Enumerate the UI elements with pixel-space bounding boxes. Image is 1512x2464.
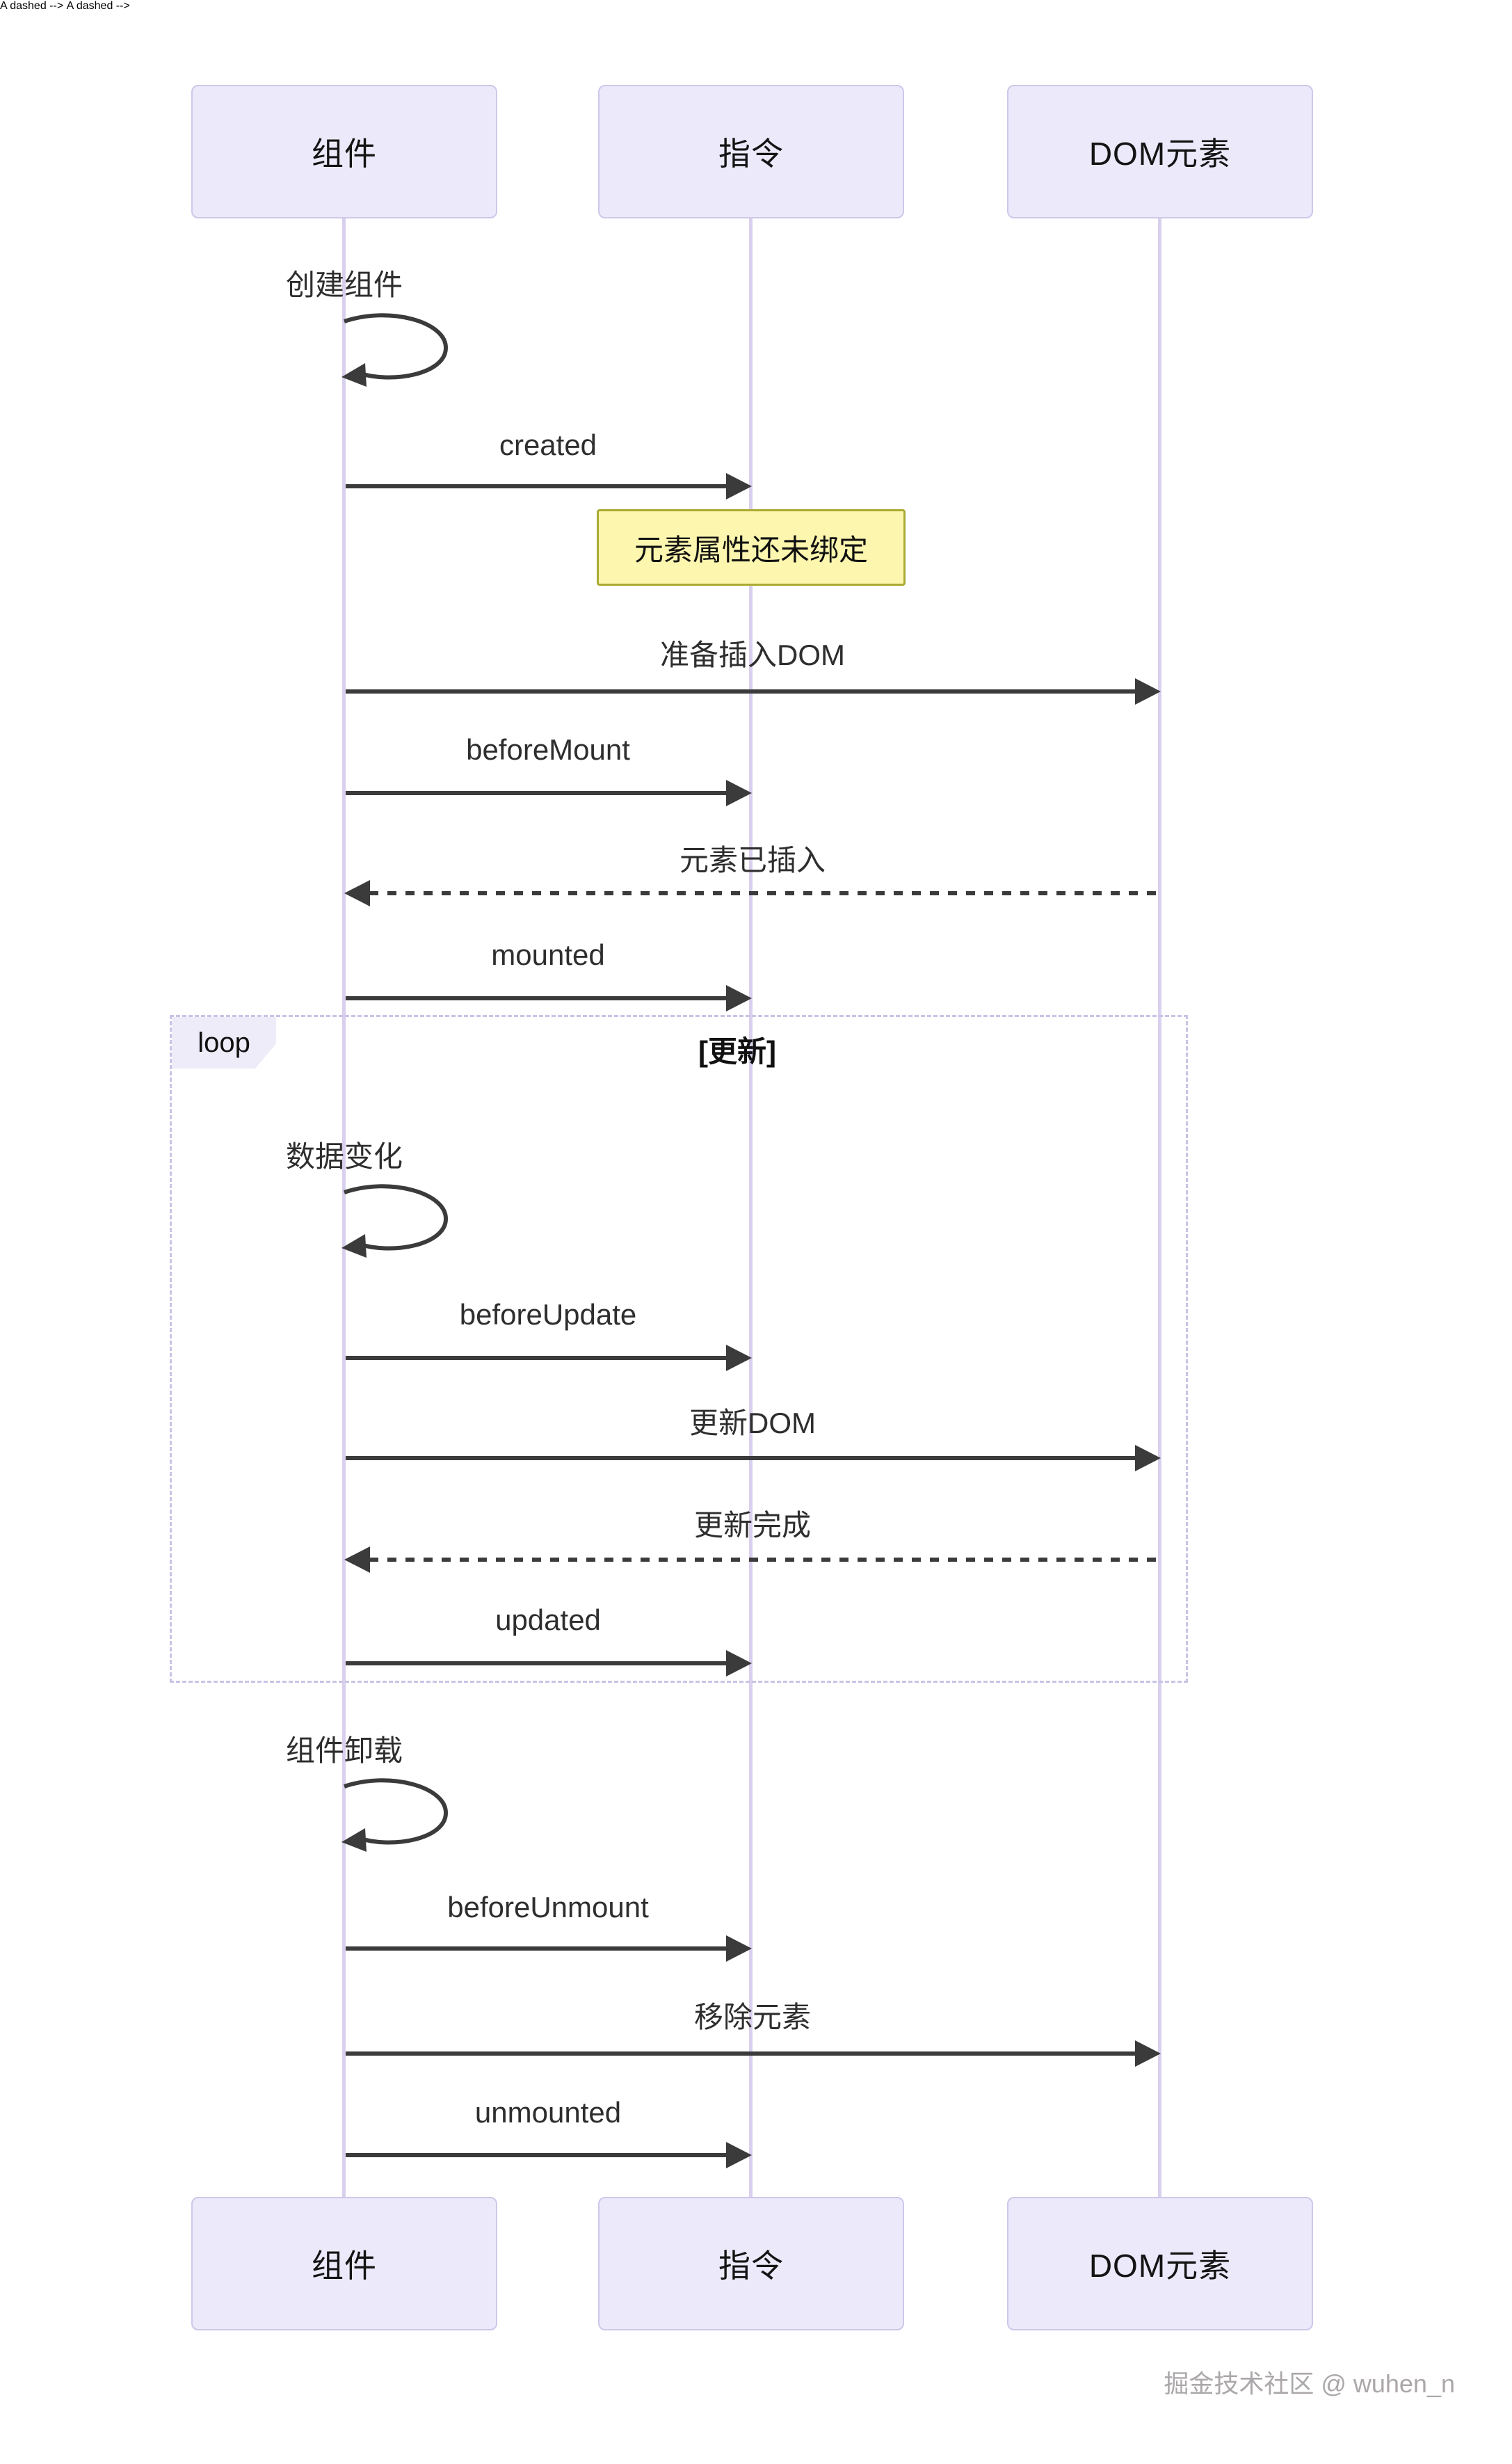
arrowhead-right-icon xyxy=(1135,678,1161,705)
loop-tab-label: loop xyxy=(198,1027,250,1058)
message-label-unload-component: 组件卸载 xyxy=(285,1734,403,1767)
message-label-unmounted: unmounted xyxy=(474,2096,622,2129)
actor-label: DOM元素 xyxy=(1088,136,1232,172)
message-label-mounted: mounted xyxy=(491,938,605,971)
actor-label: 指令 xyxy=(718,2248,784,2284)
actor-label: 指令 xyxy=(718,136,784,172)
lifeline-directive xyxy=(749,218,753,2198)
message-line-mounted xyxy=(346,996,727,1000)
actor-bottom-directive: 指令 xyxy=(598,2197,904,2330)
arrowhead-right-icon xyxy=(726,1650,752,1677)
message-line-element-inserted xyxy=(369,891,1160,895)
message-label-update-complete: 更新完成 xyxy=(693,1509,812,1542)
message-label-data-change: 数据变化 xyxy=(285,1140,403,1173)
message-line-unmounted xyxy=(346,2153,727,2157)
message-label-before-unmount: beforeUnmount xyxy=(447,1891,649,1923)
actor-label: 组件 xyxy=(312,136,377,172)
arrowhead-right-icon xyxy=(726,780,752,806)
self-loop-arrow-icon xyxy=(341,313,449,387)
arrowhead-left-icon xyxy=(344,1546,370,1573)
actor-top-dom: DOM元素 xyxy=(1007,85,1313,218)
message-label-created: created xyxy=(499,429,597,461)
actor-bottom-dom: DOM元素 xyxy=(1007,2197,1313,2330)
arrowhead-right-icon xyxy=(726,1935,752,1962)
message-label-create-component: 创建组件 xyxy=(285,269,403,301)
actor-top-component: 组件 xyxy=(191,85,497,218)
arrowhead-right-icon xyxy=(1135,1445,1161,1471)
loop-title: [更新] xyxy=(698,1035,776,1068)
message-line-prepare-insert-dom xyxy=(346,689,1136,694)
arrowhead-right-icon xyxy=(726,473,752,499)
message-line-remove-element xyxy=(346,2051,1136,2056)
message-label-prepare-insert-dom: 准备插入DOM xyxy=(660,639,845,671)
arrowhead-left-icon xyxy=(344,880,370,906)
message-line-updated xyxy=(346,1661,727,1665)
loop-tab: loop xyxy=(172,1017,276,1069)
lifeline-component xyxy=(342,218,346,2198)
message-label-updated: updated xyxy=(495,1603,601,1636)
note-element-attrs-unbound: 元素属性还未绑定 xyxy=(597,509,906,586)
message-line-before-mount xyxy=(346,791,727,795)
message-line-created xyxy=(346,484,727,488)
actor-bottom-component: 组件 xyxy=(191,2197,497,2330)
message-line-update-complete xyxy=(369,1558,1160,1562)
lifeline-dom xyxy=(1158,218,1161,2198)
watermark-text: 掘金技术社区 @ wuhen_n xyxy=(1164,2369,1455,2398)
arrowhead-right-icon xyxy=(1135,2040,1161,2067)
message-label-element-inserted: 元素已插入 xyxy=(679,844,826,877)
message-label-remove-element: 移除元素 xyxy=(693,2001,812,2033)
arrowhead-right-icon xyxy=(726,985,752,1011)
message-line-before-update xyxy=(346,1356,727,1360)
loop-frame xyxy=(170,1015,1188,1683)
self-loop-arrow-icon xyxy=(341,1184,449,1258)
message-label-before-mount: beforeMount xyxy=(466,733,630,766)
arrowhead-right-icon xyxy=(726,1345,752,1371)
note-text: 元素属性还未绑定 xyxy=(634,533,868,566)
actor-top-directive: 指令 xyxy=(598,85,904,218)
actor-label: 组件 xyxy=(312,2248,377,2284)
arrowhead-right-icon xyxy=(726,2142,752,2168)
message-label-update-dom: 更新DOM xyxy=(689,1407,816,1439)
actor-label: DOM元素 xyxy=(1088,2248,1232,2284)
message-line-before-unmount xyxy=(346,1946,727,1951)
message-line-update-dom xyxy=(346,1456,1136,1460)
message-label-before-update: beforeUpdate xyxy=(459,1298,637,1331)
self-loop-arrow-icon xyxy=(341,1778,449,1852)
